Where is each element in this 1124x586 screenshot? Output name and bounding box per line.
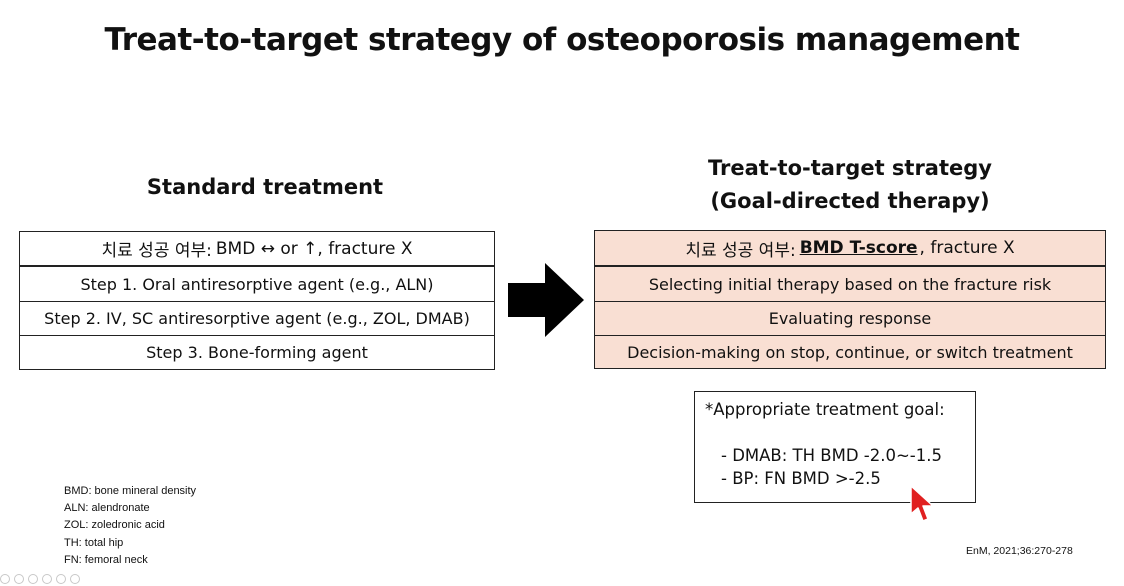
bmd-t-score-label: BMD T-score bbox=[799, 238, 918, 258]
toolbar-forward-icon[interactable] bbox=[14, 574, 24, 584]
toolbar-zoom-icon[interactable] bbox=[42, 574, 52, 584]
t2t-success-criteria-row: 치료 성공 여부: BMD T-score , fracture X bbox=[595, 231, 1105, 267]
abbreviation-list: BMD: bone mineral density ALN: alendrona… bbox=[64, 483, 196, 569]
goal-title: *Appropriate treatment goal: bbox=[705, 400, 945, 419]
t2t-step-row: Evaluating response bbox=[595, 301, 1105, 335]
goal-item: - BP: FN BMD >-2.5 bbox=[721, 469, 881, 488]
presentation-toolbar bbox=[0, 574, 80, 586]
mouse-pointer-icon bbox=[910, 485, 934, 522]
standard-treatment-table: 치료 성공 여부: BMD ↔ or ↑, fracture X Step 1.… bbox=[19, 231, 495, 370]
slide-title: Treat-to-target strategy of osteoporosis… bbox=[104, 22, 1020, 58]
t2t-step-row: Decision-making on stop, continue, or sw… bbox=[595, 335, 1105, 369]
standard-step-row: Step 3. Bone-forming agent bbox=[20, 335, 494, 369]
citation: EnM, 2021;36:270-278 bbox=[966, 545, 1073, 557]
success-criteria-value: BMD ↔ or ↑, fracture X bbox=[215, 238, 413, 259]
toolbar-pen-icon[interactable] bbox=[28, 574, 38, 584]
toolbar-back-icon[interactable] bbox=[0, 574, 10, 584]
standard-step-row: Step 2. IV, SC antiresorptive agent (e.g… bbox=[20, 301, 494, 335]
abbreviation-item: FN: femoral neck bbox=[64, 553, 148, 566]
treat-to-target-heading: Treat-to-target strategy (Goal-directed … bbox=[594, 152, 1106, 218]
success-criteria-label: 치료 성공 여부: bbox=[685, 240, 796, 261]
success-criteria-value: , fracture X bbox=[919, 238, 1015, 258]
t2t-step-row: Selecting initial therapy based on the f… bbox=[648, 274, 1052, 294]
standard-step-row: Step 1. Oral antiresorptive agent (e.g.,… bbox=[80, 274, 434, 294]
treat-to-target-heading-line2: (Goal-directed therapy) bbox=[710, 189, 990, 213]
right-arrow-icon bbox=[508, 263, 584, 337]
abbreviation-item: BMD: bone mineral density bbox=[64, 485, 197, 497]
standard-treatment-heading: Standard treatment bbox=[146, 175, 384, 199]
treat-to-target-heading-line1: Treat-to-target strategy bbox=[708, 156, 992, 180]
treatment-goal-box: *Appropriate treatment goal: - DMAB: TH … bbox=[694, 391, 976, 503]
toolbar-more-icon[interactable] bbox=[70, 574, 80, 584]
standard-success-criteria-row: 치료 성공 여부: BMD ↔ or ↑, fracture X bbox=[20, 232, 494, 267]
abbreviation-item: ZOL: zoledronic acid bbox=[64, 519, 165, 532]
goal-item: - DMAB: TH BMD -2.0~-1.5 bbox=[721, 446, 943, 465]
abbreviation-item: TH: total hip bbox=[64, 536, 124, 549]
success-criteria-label: 치료 성공 여부: bbox=[101, 241, 212, 261]
toolbar-slides-icon[interactable] bbox=[56, 574, 66, 584]
abbreviation-item: ALN: alendronate bbox=[64, 502, 150, 515]
treat-to-target-table: 치료 성공 여부: BMD T-score , fracture X Selec… bbox=[594, 230, 1106, 369]
